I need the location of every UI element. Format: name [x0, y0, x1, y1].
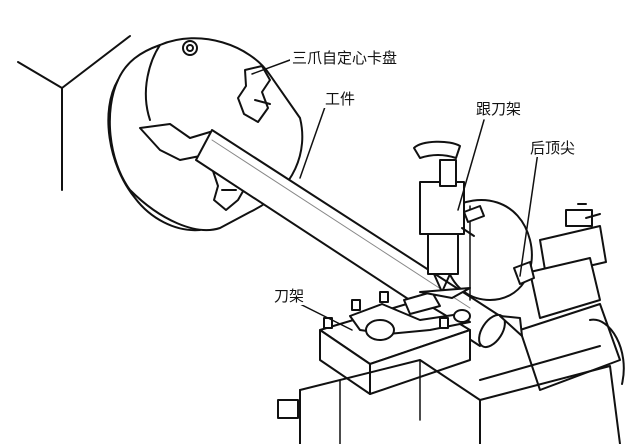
label-workpiece: 工件: [323, 90, 358, 108]
chuck-jaw-top: [237, 65, 271, 123]
lathe-carriage: [277, 345, 621, 444]
cutting-tool: [419, 287, 471, 299]
follower-rest: [413, 140, 533, 301]
label-three-jaw-chuck: 三爪自定心卡盘: [290, 49, 400, 67]
label-tool-post: 刀架: [272, 287, 307, 305]
tailstock-center-point: [499, 315, 523, 337]
label-follower-rest: 跟刀架: [474, 100, 524, 118]
follower-rest-screw-handle: [413, 140, 461, 159]
label-tailstock-center: 后顶尖: [528, 139, 578, 157]
tailstock: [499, 203, 625, 391]
chuck-key-hole: [182, 40, 198, 56]
headstock-frame: [17, 35, 131, 191]
tailstock-quill: [519, 303, 621, 391]
